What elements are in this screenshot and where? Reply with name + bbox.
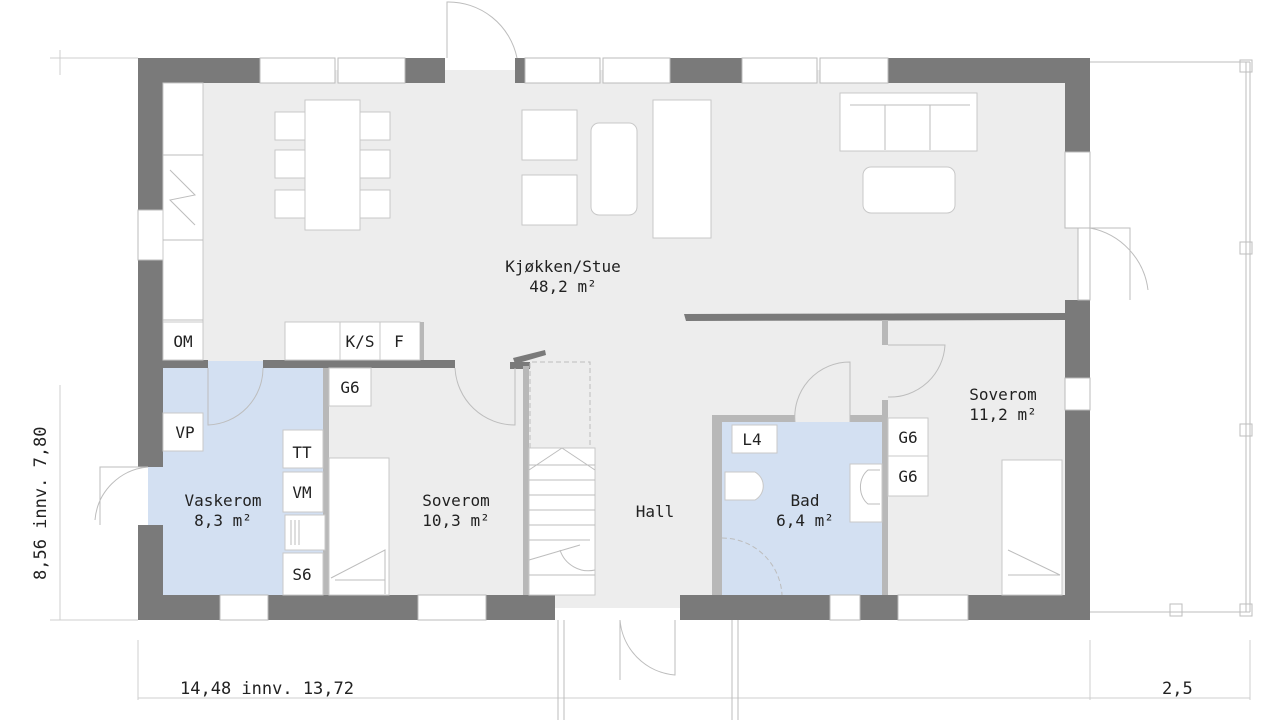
- kitchen-counter: [162, 82, 424, 361]
- fixture-labels: OM K/S F G6 VP TT VM S6 L4 G6 G6: [162, 321, 929, 596]
- bath-fixtures: [284, 463, 883, 551]
- width-dimension: 14,48 innv. 13,72: [180, 679, 354, 699]
- interior-doors: [207, 344, 946, 596]
- vaskerom-floor-nook: [148, 467, 168, 525]
- toilet-icon: [724, 471, 764, 501]
- room-area-vaskerom: 8,3 m²: [194, 511, 252, 530]
- terrace-dimension: 2,5: [1162, 679, 1193, 699]
- fixture-s6: S6: [292, 565, 311, 584]
- room-name-vaskerom: Vaskerom: [184, 491, 261, 510]
- sink-icon: [849, 463, 883, 523]
- room-name-soverom: Soverom: [422, 491, 489, 510]
- height-dimension: 8,56 innv. 7,80: [31, 426, 51, 580]
- terrace: [1090, 59, 1253, 617]
- beds: [328, 457, 1063, 596]
- room-name-soverom: Soverom: [969, 385, 1036, 404]
- room-area-soverom: 11,2 m²: [969, 405, 1036, 424]
- room-name-bad: Bad: [791, 491, 820, 510]
- windows: [137, 57, 1091, 621]
- exterior-walls: [138, 58, 1090, 620]
- room-area-kjokken-stue: 48,2 m²: [529, 277, 596, 296]
- fixture-f: F: [394, 332, 404, 351]
- room-area-bad: 6,4 m²: [776, 511, 834, 530]
- fixture-g6: G6: [898, 428, 917, 447]
- entrance-platform: [557, 620, 739, 720]
- fixture-g6: G6: [340, 378, 359, 397]
- fixture-vm: VM: [292, 483, 311, 502]
- fixture-l4: L4: [742, 430, 761, 449]
- living-furniture: [521, 92, 978, 239]
- fixture-ks: K/S: [346, 332, 375, 351]
- interior-walls: [163, 313, 1065, 595]
- room-name-hall: Hall: [636, 502, 675, 521]
- room-name-kjokken-stue: Kjøkken/Stue: [505, 257, 621, 276]
- room-area-soverom: 10,3 m²: [422, 511, 489, 530]
- fixture-tt: TT: [292, 443, 312, 462]
- dimension-lines: [50, 50, 1251, 700]
- fixture-vp: VP: [175, 423, 194, 442]
- dining-table: [274, 99, 391, 231]
- fixture-om: OM: [173, 332, 192, 351]
- fixture-g6: G6: [898, 467, 917, 486]
- exterior-doors: [94, 1, 1149, 680]
- staircase: [528, 361, 596, 596]
